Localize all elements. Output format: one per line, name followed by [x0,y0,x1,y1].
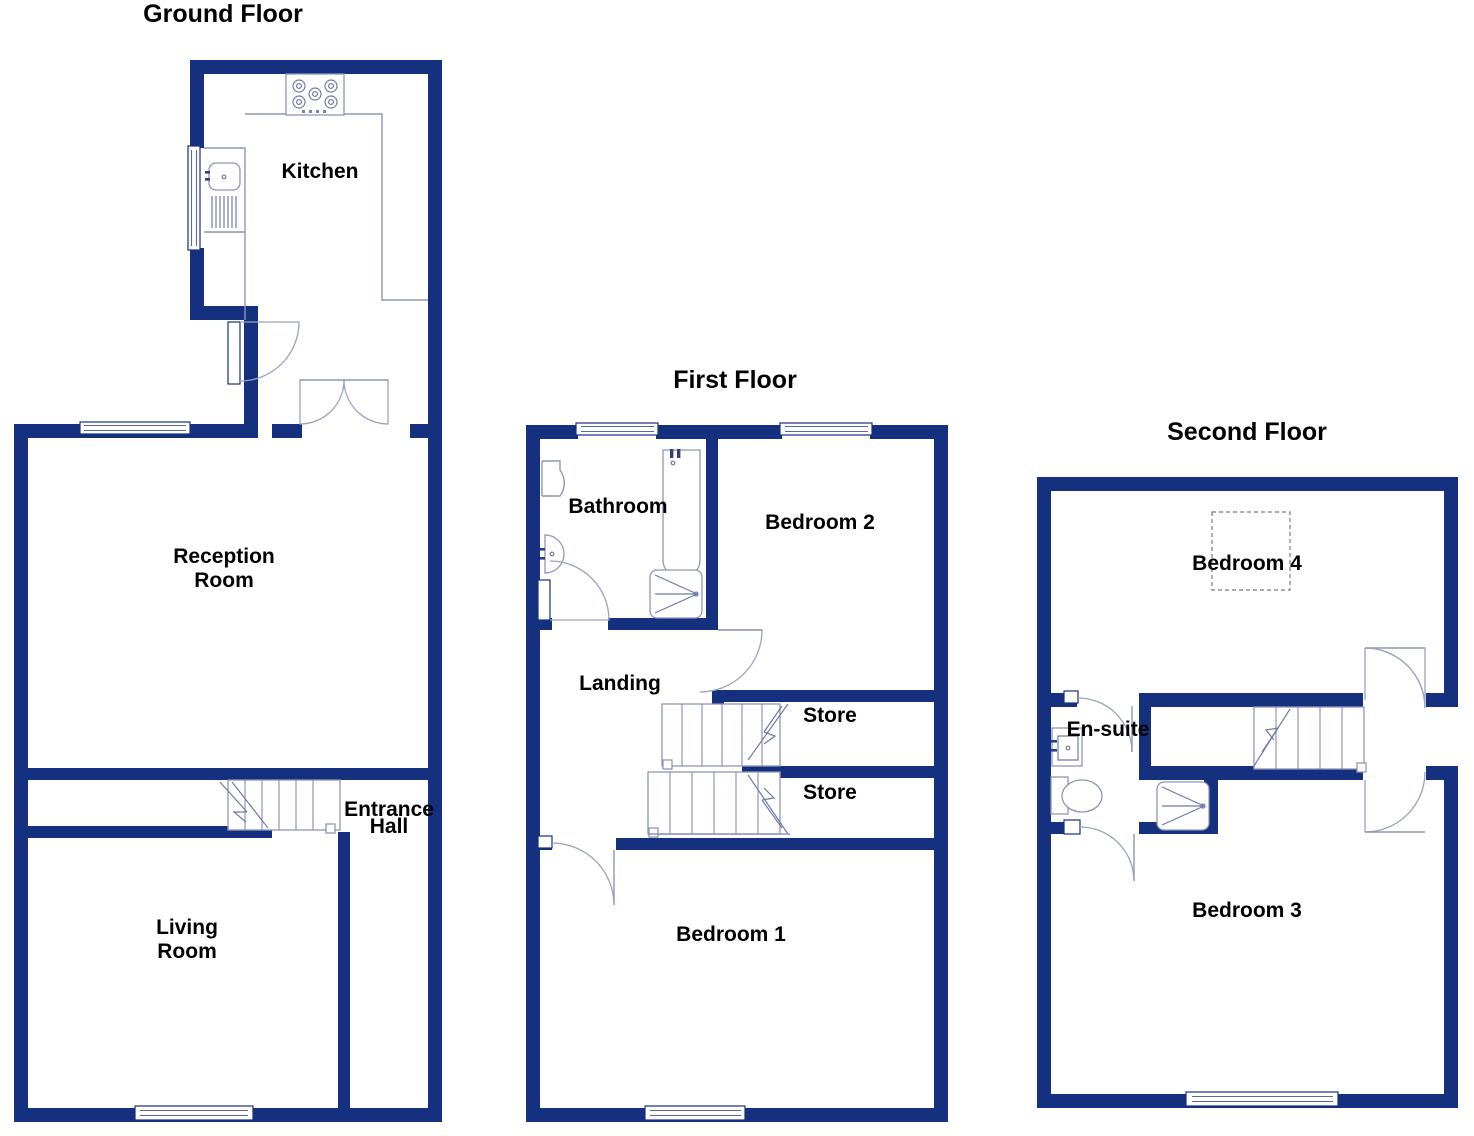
first-floor-plan: Bathroom Bedroom 2 Landing Store Store B… [526,422,948,1122]
ensuite-door-swing [1063,690,1133,753]
living-room-label-1: Living [156,916,218,939]
ensuite-toilet-icon [1050,776,1103,815]
stairwell-upper-door-swing [1364,647,1426,709]
kitchen-window [187,145,201,251]
reception-room-label-1: Reception [173,545,275,568]
bedroom2-label: Bedroom 2 [765,511,875,534]
entrance-hall-label-2: Hall [370,815,409,838]
first-floor-title: First Floor [673,366,797,394]
sink-icon [205,162,241,228]
second-floor-title: Second Floor [1167,418,1327,446]
kitchen-door-swing [227,321,300,385]
store-lower-label: Store [803,781,857,804]
bedroom1-door-swing [537,835,615,906]
ensuite-label: En-suite [1067,718,1150,741]
bathroom-label: Bathroom [568,495,667,518]
kitchen-units [204,113,428,320]
ground-floor-plan: Kitchen Reception Room Living Room Entra… [14,60,442,1122]
ensuite-wash-basin-icon [1051,727,1083,767]
reception-window [79,421,191,435]
living-room-label-2: Room [157,940,217,963]
bedroom3-window [1185,1091,1339,1107]
bedroom3-label: Bedroom 3 [1192,899,1302,922]
kitchen-label: Kitchen [281,160,358,183]
ground-floor-title: Ground Floor [143,0,303,28]
bedroom1-label: Bedroom 1 [676,923,786,946]
reception-room-label-2: Room [194,569,254,592]
bathroom-door-swing [537,560,610,621]
first-floor-staircase [647,703,790,838]
wash-basin-icon [540,534,565,574]
ensuite-shower-tray-icon [1156,781,1210,831]
bedroom2-door-swing [699,629,763,693]
second-floor-staircase [1253,706,1367,773]
reception-double-doors [299,379,389,425]
bedroom1-window [644,1105,746,1121]
entrance-hall-label-1: Entrance [344,798,434,821]
toilet-icon-bathroom [541,460,565,497]
second-floor-walls [1037,477,1458,1108]
bedroom4-label: Bedroom 4 [1192,552,1302,575]
bath-icon [662,449,701,579]
bedroom2-window [779,422,873,436]
shower-tray-icon [649,569,703,619]
landing-label: Landing [579,672,661,695]
second-floor-plan: Bedroom 4 En-suite Bedroom 3 [1037,477,1458,1108]
first-floor-walls [526,425,948,1122]
rooflight-icon [1211,511,1291,591]
ground-floor-staircase [219,779,341,834]
store-upper-label: Store [803,704,857,727]
bathroom-window [575,422,659,436]
stairwell-lower-door-swing [1364,771,1426,833]
ensuite-exit-door-swing [1063,819,1135,882]
living-room-window [134,1105,254,1121]
hob-icon [285,73,345,116]
